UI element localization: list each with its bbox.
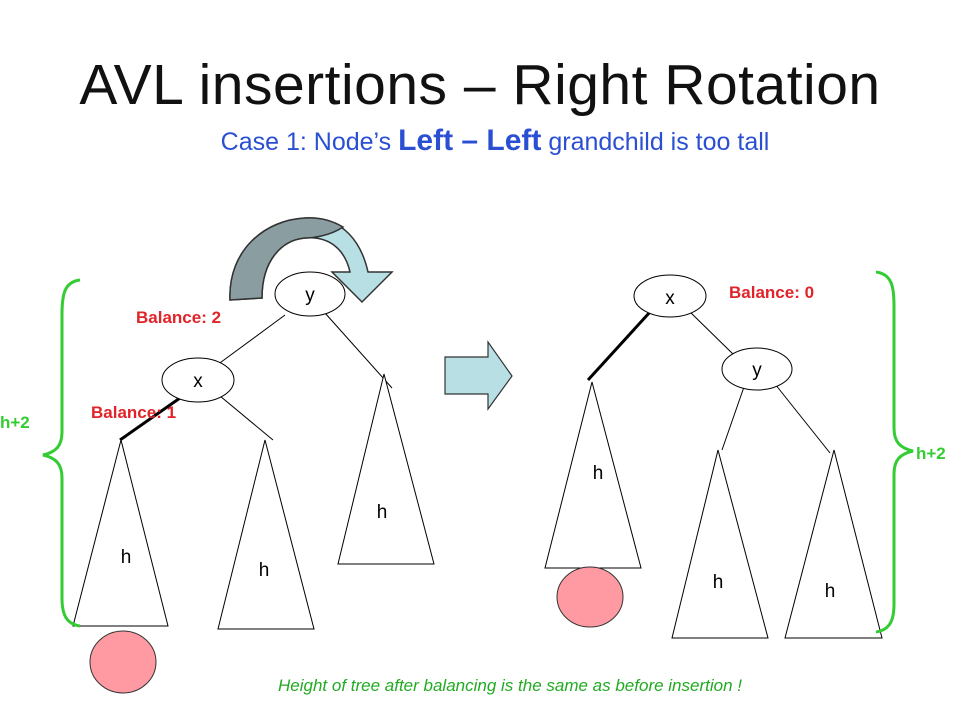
- right-node-x-label: x: [665, 288, 675, 309]
- right-subtree-3-label: h: [825, 581, 836, 602]
- right-edge-y-subtree-1: [721, 383, 746, 451]
- right-inserted-node: [556, 566, 624, 628]
- right-height-label: h+2: [916, 444, 946, 463]
- right-root-balance: Balance: 0: [729, 283, 814, 302]
- right-node-y: [721, 347, 793, 391]
- left-node-y: [274, 271, 346, 317]
- right-subtree-2: [671, 449, 769, 639]
- right-subtree-3: [784, 449, 883, 639]
- left-height-label: h+2: [0, 413, 30, 432]
- left-subtree-1-label: h: [121, 547, 132, 568]
- right-node-y-label: y: [752, 360, 762, 381]
- subtitle-emphasis: Left – Left: [398, 124, 542, 157]
- left-subtree-3: [337, 373, 435, 565]
- left-height-brace: [42, 278, 81, 628]
- right-edge-x-subtree-bold: [586, 310, 652, 382]
- left-edge-y-subtree: [324, 312, 393, 389]
- subtitle-prefix: Case 1: Node’s: [220, 128, 399, 156]
- right-edge-y-subtree-2: [774, 383, 831, 454]
- left-child-balance: Balance: 1: [91, 403, 176, 422]
- right-subtree-2-label: h: [713, 572, 724, 593]
- right-edge-x-y: [687, 309, 736, 357]
- transform-arrow-icon: [444, 340, 513, 411]
- left-edge-x-subtree-bold: [119, 396, 181, 442]
- left-node-x: [161, 357, 235, 403]
- left-node-y-label: y: [305, 285, 315, 306]
- left-subtree-1: [72, 439, 169, 627]
- right-subtree-1-label: h: [593, 463, 604, 484]
- left-node-x-label: x: [193, 371, 203, 392]
- left-inserted-node: [89, 630, 157, 694]
- subtitle-suffix: grandchild is too tall: [541, 128, 770, 156]
- footer-note: Height of tree after balancing is the sa…: [278, 676, 742, 695]
- slide-subtitle: Case 1: Node’s Left – Left grandchild is…: [0, 124, 960, 158]
- left-tree: y x Balance: 2 Balance: 1 h h h h+2: [0, 271, 435, 694]
- rotation-arrow-icon: [229, 217, 394, 304]
- left-subtree-2-label: h: [259, 560, 270, 581]
- left-edge-y-x: [212, 314, 286, 369]
- right-tree: x y Balance: 0 h h h h+2: [544, 270, 946, 639]
- left-subtree-2: [217, 439, 315, 630]
- left-subtree-3-label: h: [377, 502, 388, 523]
- slide-title: AVL insertions – Right Rotation: [79, 53, 881, 117]
- right-node-x: [633, 274, 707, 318]
- left-edge-x-subtree: [219, 395, 274, 441]
- right-height-brace: [875, 270, 914, 634]
- left-root-balance: Balance: 2: [136, 308, 221, 327]
